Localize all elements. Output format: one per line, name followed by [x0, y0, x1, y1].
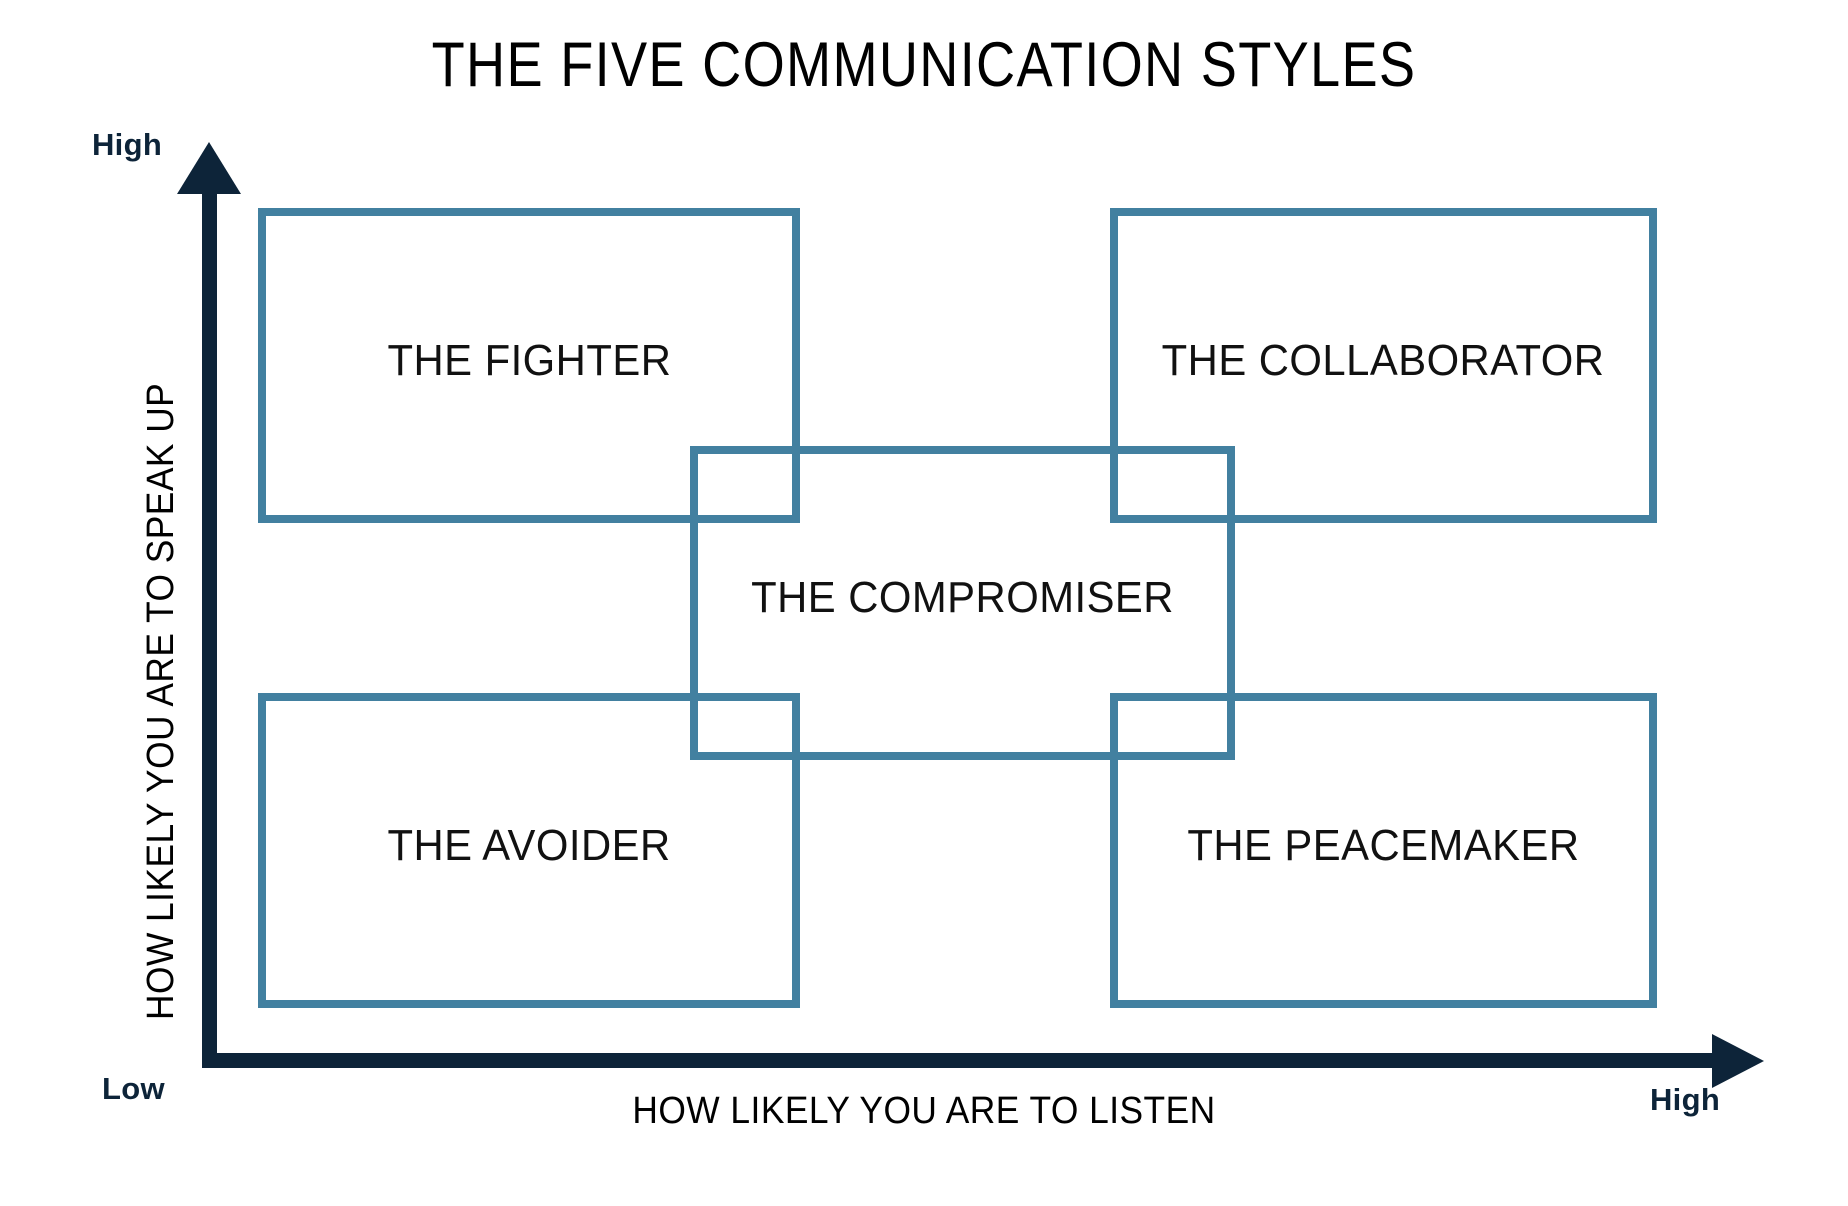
style-label-fighter: THE FIGHTER: [387, 335, 671, 385]
x-axis-arrowhead-icon: [1712, 1034, 1764, 1088]
style-box-fighter[interactable]: THE FIGHTER: [258, 208, 800, 523]
y-axis-arrowhead-icon: [177, 142, 241, 194]
x-axis-high-marker: High: [1650, 1082, 1721, 1117]
y-axis-high-marker: High: [92, 127, 163, 162]
style-box-compromiser[interactable]: THE COMPROMISER: [690, 446, 1235, 760]
y-axis-line: [202, 186, 217, 1064]
page-title: THE FIVE COMMUNICATION STYLES: [431, 30, 1417, 100]
style-box-avoider[interactable]: THE AVOIDER: [258, 693, 800, 1008]
y-axis-low-marker: Low: [102, 1071, 165, 1106]
x-axis-title: HOW LIKELY YOU ARE TO LISTEN: [632, 1090, 1216, 1132]
style-box-collaborator[interactable]: THE COLLABORATOR: [1110, 208, 1657, 523]
style-label-avoider: THE AVOIDER: [387, 820, 671, 870]
style-label-compromiser: THE COMPROMISER: [751, 573, 1174, 622]
x-axis-line: [202, 1053, 1722, 1068]
style-box-peacemaker[interactable]: THE PEACEMAKER: [1110, 693, 1657, 1008]
style-label-collaborator: THE COLLABORATOR: [1162, 335, 1605, 385]
style-label-peacemaker: THE PEACEMAKER: [1187, 820, 1580, 870]
y-axis-title: HOW LIKELY YOU ARE TO SPEAK UP: [140, 382, 182, 1020]
